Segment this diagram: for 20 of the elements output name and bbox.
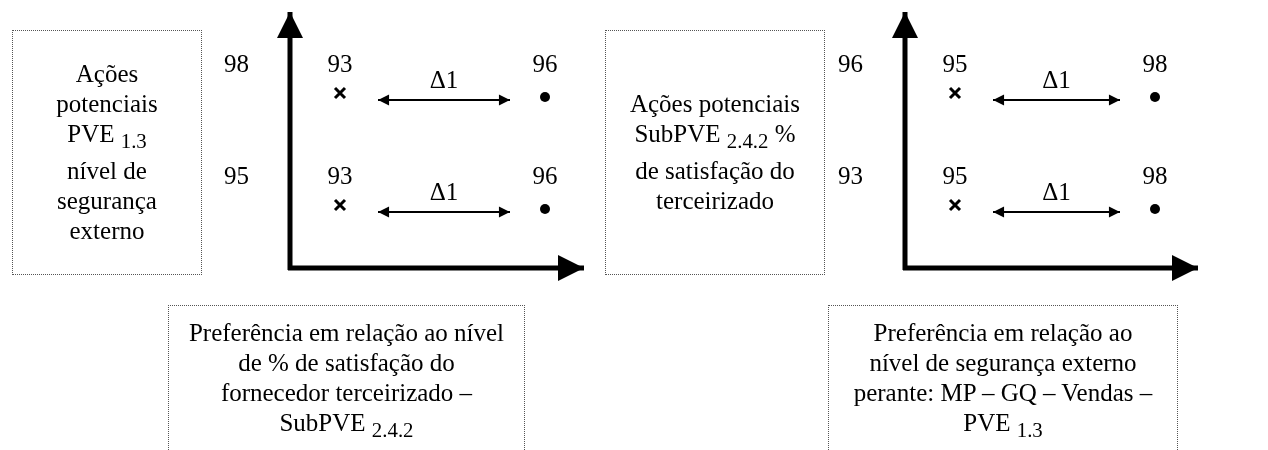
value-label: 96 (531, 162, 559, 190)
axis-value: 98 (224, 50, 249, 78)
value-label: 95 (941, 50, 969, 78)
axis-value: 93 (838, 162, 863, 190)
double-arrow (377, 94, 511, 106)
double-arrow (992, 206, 1121, 218)
axis-value: 95 (224, 162, 249, 190)
text-box: Ações potenciais PVE $_{1.3}$ nível de segurança externo (12, 30, 202, 275)
value-label: 93 (326, 162, 354, 190)
axis-value: 96 (838, 50, 863, 78)
value-label: 98 (1141, 50, 1169, 78)
value-label: 95 (941, 162, 969, 190)
double-arrow (992, 94, 1121, 106)
value-label: 98 (1141, 162, 1169, 190)
text-box: Ações potenciais SubPVE $_{2.4.2}$ % de satisfação do terceirizado (605, 30, 825, 275)
value-label: 93 (326, 50, 354, 78)
double-arrow (377, 206, 511, 218)
text-box: Preferência em relação ao nível de % de satisfação do fornecedor terceirizado – SubPVE $_{2.4.2}$ (168, 305, 525, 450)
text-box: Preferência em relação ao nível de segurança externo perante: MP – GQ – Vendas – PVE $_{1.3}$ (828, 305, 1178, 450)
value-label: 96 (531, 50, 559, 78)
